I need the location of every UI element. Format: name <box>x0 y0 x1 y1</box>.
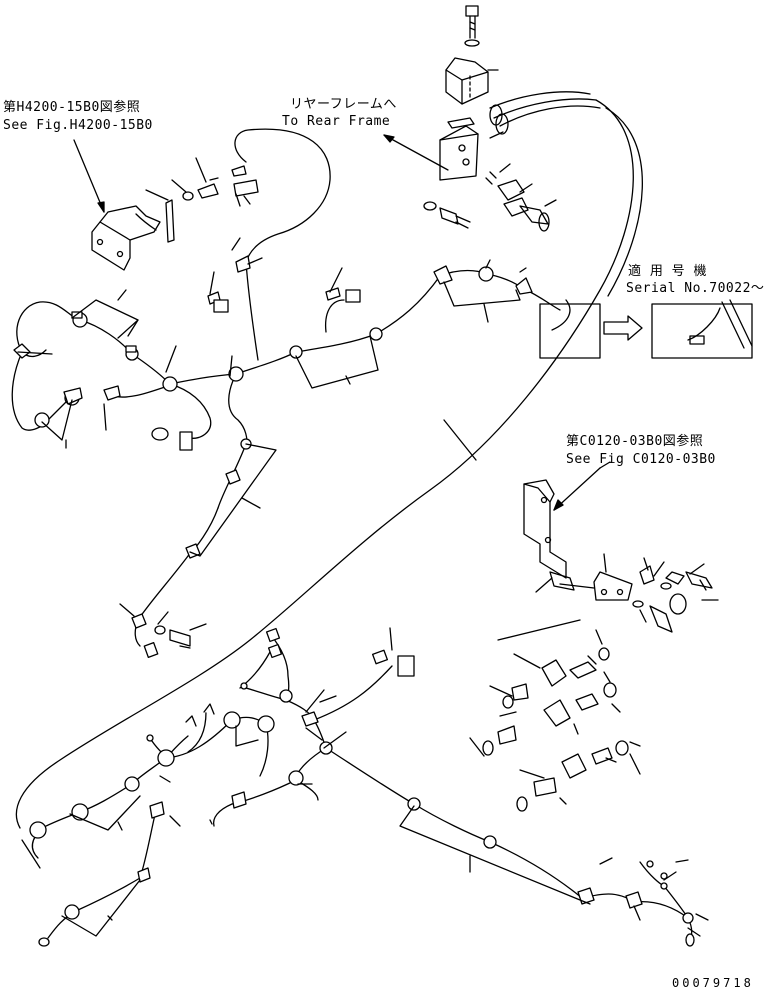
right-bracket-assembly <box>523 467 719 633</box>
lower-left-fasteners <box>154 625 191 649</box>
serial-applicability-english: Serial No.70022～ <box>626 281 765 296</box>
serial-applicability-japanese: 適 用 号 機 <box>628 264 707 279</box>
left-bracket-assembly <box>73 139 259 271</box>
rear-frame-label-japanese: リヤーフレームへ <box>290 97 397 112</box>
connector-assemblies <box>469 619 641 812</box>
serial-detail-inset <box>539 299 753 359</box>
fig-c0120-reference-japanese: 第C0120-03B0図参照 <box>566 434 704 449</box>
harness-main-wires <box>11 99 693 945</box>
harness-clamps <box>13 255 695 947</box>
fig-h4200-reference-japanese: 第H4200-15B0図参照 <box>3 100 141 115</box>
fig-c0120-reference-english: See Fig C0120-03B0 <box>566 452 716 467</box>
top-bracket-assembly <box>383 5 601 232</box>
group-bracket-lines <box>17 237 709 937</box>
drawing-number: 00079718 <box>672 976 754 990</box>
fig-h4200-reference-english: See Fig.H4200-15B0 <box>3 118 153 133</box>
rear-frame-label-english: To Rear Frame <box>282 114 391 129</box>
